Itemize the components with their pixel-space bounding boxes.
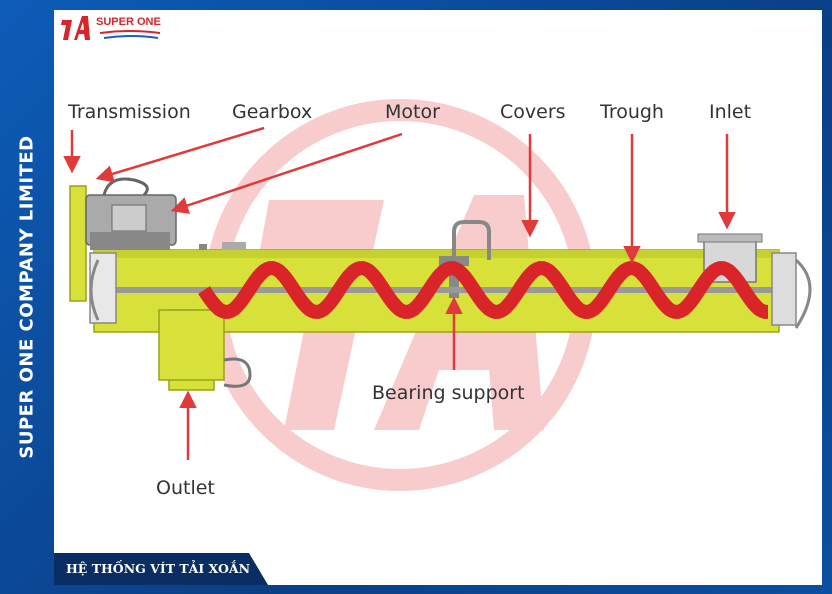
side-bar: SUPER ONE COMPANY LIMITED <box>0 0 54 594</box>
arrow-motor <box>170 132 403 214</box>
label-trough: Trough <box>599 101 664 123</box>
label-outlet: Outlet <box>156 477 215 499</box>
banner-title: HỆ THỐNG VÍT TẢI XOẮN <box>66 561 251 576</box>
logo-swoosh-icon <box>100 30 160 39</box>
label-gearbox: Gearbox <box>232 101 312 123</box>
label-covers: Covers <box>500 101 566 123</box>
screw-auger <box>94 261 789 319</box>
label-bearing-support: Bearing support <box>372 382 525 404</box>
label-motor: Motor <box>385 101 440 123</box>
label-inlet: Inlet <box>709 101 751 123</box>
logo-mark-icon <box>61 16 90 40</box>
drive-unit <box>69 177 246 302</box>
logo-text: SUPER ONE <box>96 16 161 28</box>
callout-arrows <box>63 126 736 460</box>
end-caps <box>89 252 812 329</box>
company-name: SUPER ONE COMPANY LIMITED <box>16 135 38 459</box>
label-transmission: Transmission <box>67 101 191 123</box>
arrow-gearbox <box>95 126 265 183</box>
screw-conveyor-diagram: Transmission Gearbox Motor Covers Trough… <box>63 99 812 499</box>
company-logo: SUPER ONE <box>60 14 170 44</box>
title-banner: HỆ THỐNG VÍT TẢI XOẮN <box>54 553 268 585</box>
